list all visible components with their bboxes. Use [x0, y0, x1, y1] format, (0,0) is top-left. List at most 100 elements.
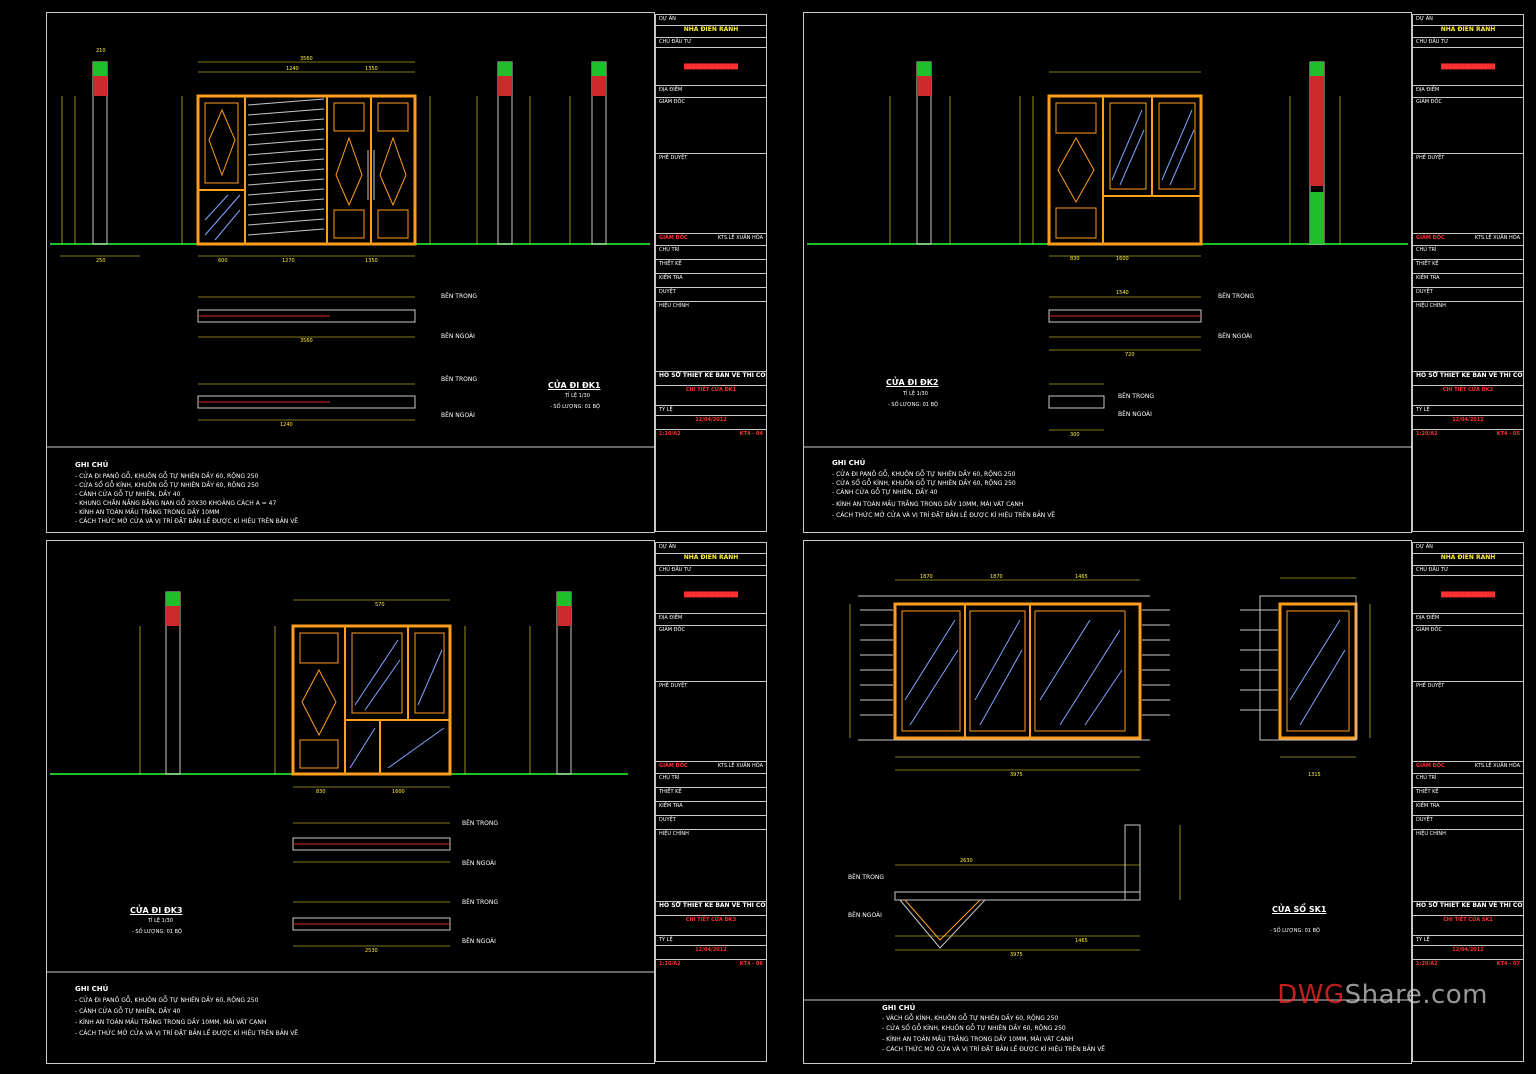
tb-location-label: ĐỊA ĐIỂM [1413, 86, 1523, 98]
tb-draw-row: THIẾT KẾ [1413, 260, 1523, 274]
label-inside: BÊN TRONG [462, 820, 498, 827]
tb-scale-label: TỶ LỆ [656, 406, 766, 416]
tb-location-label: ĐỊA ĐIỂM [656, 614, 766, 626]
dim-label: 3975 [1010, 952, 1023, 958]
tb-date: 12/04/2012 [656, 416, 766, 430]
tb-red-strip: ██████████████ [1413, 576, 1523, 614]
dim-label: 1600 [392, 789, 405, 795]
notes-title: GHI CHÚ [75, 985, 109, 993]
notes-title: GHI CHÚ [882, 1004, 916, 1012]
note-line: - CỬA SỔ GỖ KÍNH, KHUÔN GỖ TỰ NHIÊN DẦY … [882, 1025, 1066, 1032]
note-line: - VÁCH GỖ KÍNH, KHUÔN GỖ TỰ NHIÊN DẦY 60… [882, 1015, 1059, 1022]
label-inside: BÊN TRONG [441, 376, 477, 383]
drawing-title: CỬA SỔ SK1 [1272, 905, 1327, 914]
dim-label: 3560 [300, 56, 313, 62]
dim-label: 1465 [1075, 938, 1088, 944]
note-line: - KÍNH AN TOÀN MẦU TRẮNG TRONG DẦY 10MM,… [882, 1036, 1074, 1043]
label-outside: BÊN NGOÀI [462, 938, 496, 945]
sheet-top-left [46, 12, 655, 533]
tb-client-label: CHỦ ĐẦU TƯ [656, 38, 766, 48]
drawing-scale: TỈ LỆ 1/30 [148, 918, 173, 924]
note-line: - CỬA ĐI PANÔ GỖ, KHUÔN GỖ TỰ NHIÊN DẦY … [832, 471, 1016, 478]
tb-check-row: KIỂM TRA [656, 802, 766, 816]
tb-director-label: GIÁM ĐỐC [656, 626, 766, 682]
tb-approve-row: DUYỆT [1413, 816, 1523, 830]
drawing-scale: TỈ LỆ 1/30 [565, 393, 590, 399]
label-inside: BÊN TRONG [1118, 393, 1154, 400]
label-inside: BÊN TRONG [1218, 293, 1254, 300]
tb-project-label: DỰ ÁN [1413, 15, 1523, 26]
tb-drawing-set: HỒ SƠ THIẾT KẾ BẢN VẼ THI CÔNG [656, 372, 766, 386]
dim-label: 570 [375, 602, 385, 608]
note-line: - KHUNG CHẮN NẮNG BẰNG NAN GỖ 20X30 KHOẢ… [75, 500, 277, 507]
elevation-dk1 [50, 61, 650, 421]
elevation-sk1 [849, 577, 1371, 951]
tb-drawing-set: HỒ SƠ THIẾT KẾ BẢN VẼ THI CÔNG [1413, 902, 1523, 916]
label-inside: BÊN TRONG [441, 293, 477, 300]
tb-check-row: KIỂM TRA [1413, 274, 1523, 288]
label-outside: BÊN NGOÀI [441, 412, 475, 419]
note-line: - KÍNH AN TOÀN MẦU TRẮNG TRONG DẦY 10MM,… [75, 1019, 267, 1026]
tb-project-label: DỰ ÁN [1413, 543, 1523, 554]
tb-scale-label: TỶ LỆ [656, 936, 766, 946]
tb-scale-label: TỶ LỆ [1413, 406, 1523, 416]
tb-reviewer-label: PHÊ DUYỆT [656, 682, 766, 762]
dim-label: 1870 [990, 574, 1003, 580]
tb-draw-row: THIẾT KẾ [656, 260, 766, 274]
dim-label: 1600 [1116, 256, 1129, 262]
note-line: - KÍNH AN TOÀN MẦU TRẮNG TRONG DẦY 10MM,… [832, 501, 1024, 508]
tb-date: 12/04/2012 [1413, 416, 1523, 430]
note-line: - CỬA ĐI PANÔ GỖ, KHUÔN GỖ TỰ NHIÊN DẦY … [75, 997, 259, 1004]
dim-label: 3975 [1010, 772, 1023, 778]
dim-label: 250 [96, 258, 106, 264]
dim-label: 1540 [1116, 290, 1129, 296]
elevation-dk2 [807, 61, 1408, 431]
title-block: DỰ ÁN NHÀ ĐIỀN RÀNH CHỦ ĐẦU TƯ █████████… [655, 542, 767, 1062]
tb-draw-row: THIẾT KẾ [656, 788, 766, 802]
dim-label: 830 [1070, 256, 1080, 262]
tb-revision-row: HIỆU CHỈNH [656, 830, 766, 902]
drawing-qty: - SỐ LƯỢNG: 01 BỘ [888, 402, 938, 408]
tb-project-name: NHÀ ĐIỀN RÀNH [1413, 26, 1523, 38]
title-block: DỰ ÁN NHÀ ĐIỀN RÀNH CHỦ ĐẦU TƯ █████████… [1412, 542, 1524, 1062]
label-inside: BÊN TRONG [462, 899, 498, 906]
tb-scale-label: TỶ LỆ [1413, 936, 1523, 946]
tb-drawing-name: CHI TIẾT CỬA SK1 [1413, 916, 1523, 936]
tb-check-row: KIỂM TRA [656, 274, 766, 288]
note-line: - CỬA SỔ GỖ KÍNH, KHUÔN GỖ TỰ NHIÊN DẦY … [75, 482, 259, 489]
tb-project-label: DỰ ÁN [656, 543, 766, 554]
tb-reviewer-label: PHÊ DUYỆT [1413, 682, 1523, 762]
tb-design-row: CHỦ TRÌ [656, 774, 766, 788]
dim-label: 1870 [920, 574, 933, 580]
tb-revision-row: HIỆU CHỈNH [1413, 830, 1523, 902]
tb-drawing-name: CHI TIẾT CỬA ĐK2 [1413, 386, 1523, 406]
sheet-bottom-left [46, 540, 655, 1064]
label-outside: BÊN NGOÀI [462, 860, 496, 867]
tb-drawing-set: HỒ SƠ THIẾT KẾ BẢN VẼ THI CÔNG [656, 902, 766, 916]
label-inside: BÊN TRONG [848, 874, 884, 881]
dim-label: 1350 [365, 258, 378, 264]
tb-project-label: DỰ ÁN [656, 15, 766, 26]
dim-label: 1350 [365, 66, 378, 72]
tb-location-label: ĐỊA ĐIỂM [1413, 614, 1523, 626]
tb-design-row: CHỦ TRÌ [656, 246, 766, 260]
sheet-bottom-right [803, 540, 1412, 1064]
drawing-qty: - SỐ LƯỢNG: 01 BỘ [132, 929, 182, 935]
tb-client-label: CHỦ ĐẦU TƯ [656, 566, 766, 576]
tb-client-label: CHỦ ĐẦU TƯ [1413, 38, 1523, 48]
dim-label: 830 [316, 789, 326, 795]
tb-red-strip: ██████████████ [656, 576, 766, 614]
label-outside: BÊN NGOÀI [1218, 333, 1252, 340]
label-outside: BÊN NGOÀI [441, 333, 475, 340]
sheet-top-right [803, 12, 1412, 533]
tb-reviewer-label: PHÊ DUYỆT [656, 154, 766, 234]
tb-red-strip: ██████████████ [1413, 48, 1523, 86]
dim-label: 1465 [1075, 574, 1088, 580]
note-line: - CÁNH CỬA GỖ TỰ NHIÊN, DẦY 40 [75, 1008, 181, 1015]
dim-label: 1270 [282, 258, 295, 264]
note-line: - CÁCH THỨC MỞ CỬA VÀ VỊ TRÍ ĐẶT BẢN LỀ … [75, 518, 299, 525]
